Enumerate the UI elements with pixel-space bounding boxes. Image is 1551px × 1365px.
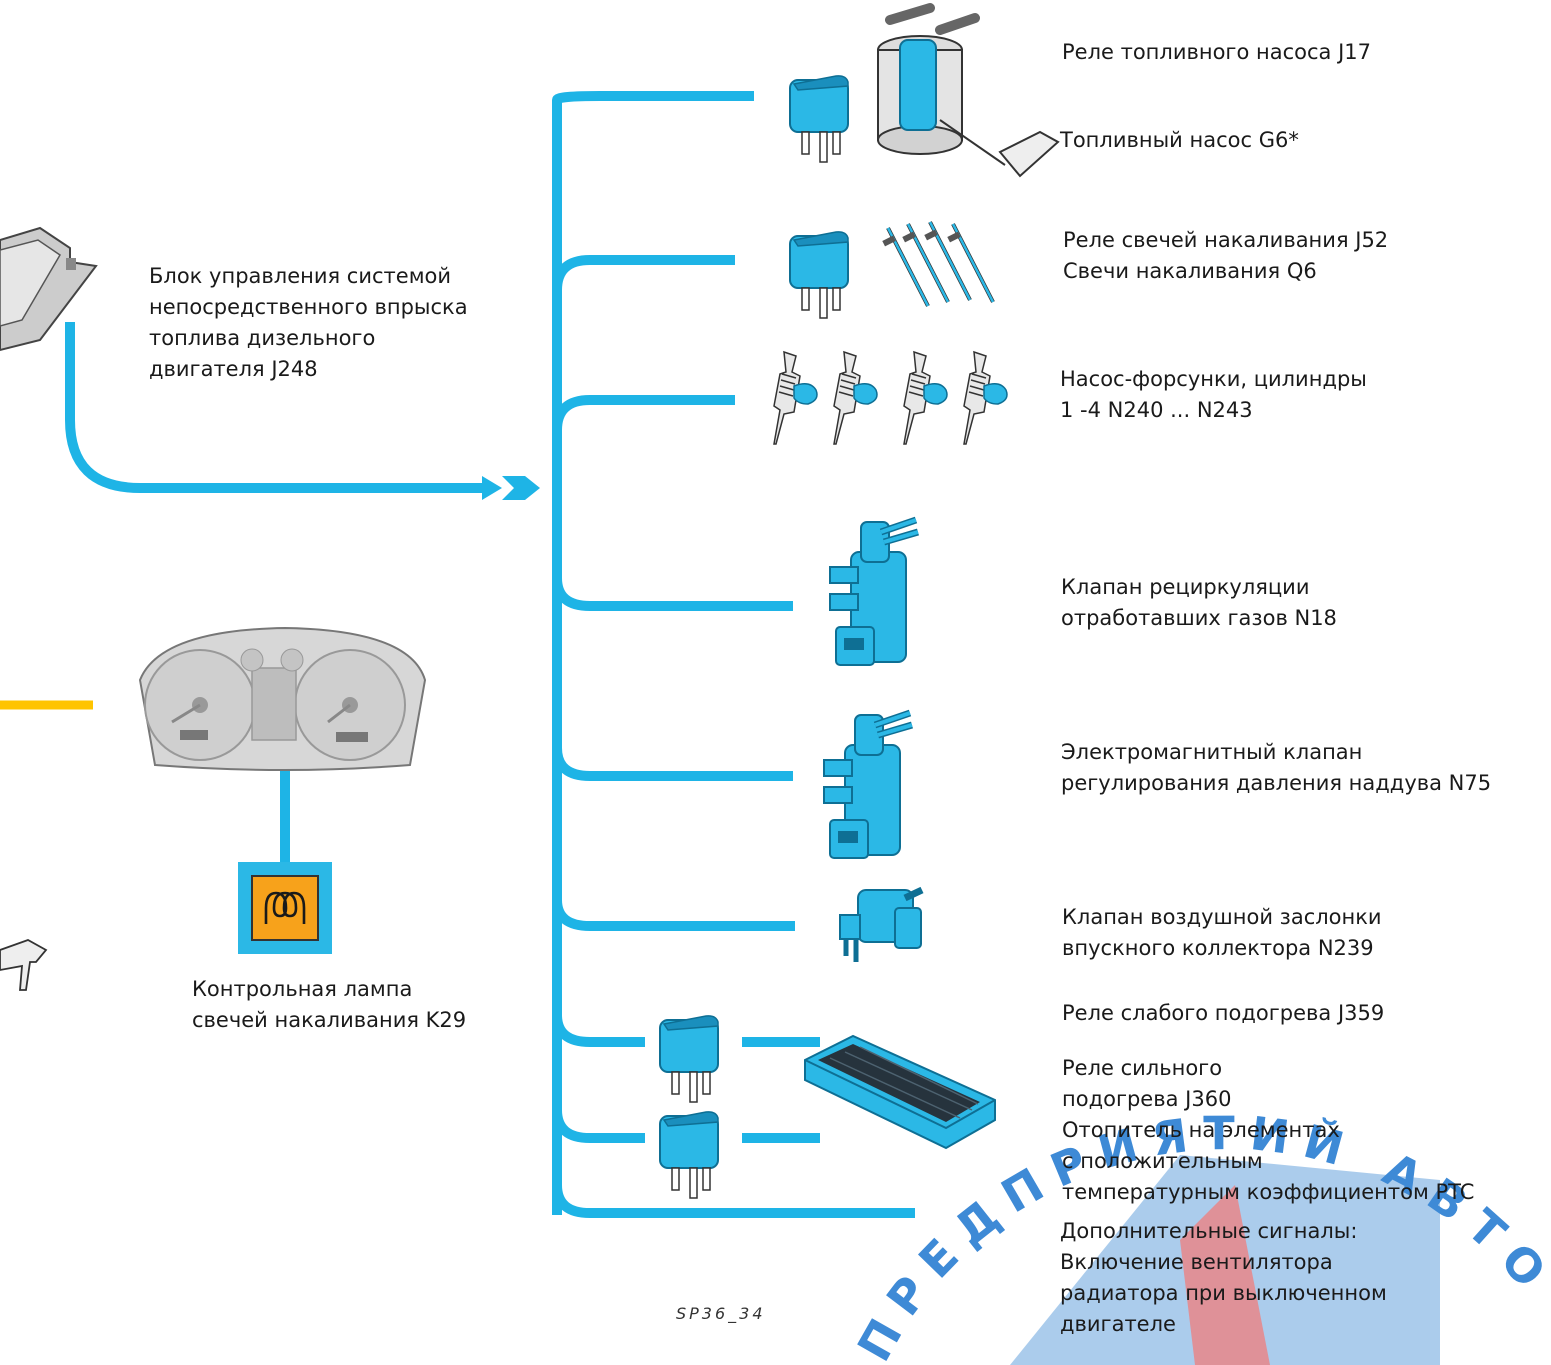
branch-egr-valve xyxy=(552,577,793,611)
relay-j17-icon xyxy=(789,74,849,163)
flap-valve-n239-icon xyxy=(839,886,924,962)
label-boost-valve-n75: Электромагнитный клапан регулирования да… xyxy=(1061,740,1492,795)
control-unit-label: Блок управления системой непосредственно… xyxy=(149,264,468,381)
egr-valve-n18-icon xyxy=(830,520,918,665)
data-bus xyxy=(65,91,915,1218)
partial-component-icon xyxy=(0,939,48,991)
relay-j359-icon xyxy=(659,1014,719,1103)
instrument-cluster-icon xyxy=(138,626,427,771)
arrow-head-icon xyxy=(482,476,502,500)
glow-plug-coil-icon xyxy=(264,891,306,924)
watermark-red-shape xyxy=(1180,1185,1270,1365)
label-injectors: Насос-форсунки, цилиндры 1 -4 N240 ... N… xyxy=(1060,367,1367,422)
fuel-pump-icon xyxy=(877,3,1060,178)
figure-code: SP36_34 xyxy=(676,1304,766,1323)
label-glow-plugs: Реле свечей накаливания J52 Свечи накали… xyxy=(1063,228,1389,283)
control-unit-j248 xyxy=(0,226,98,352)
glow-plug-icon xyxy=(880,220,995,308)
ptc-heater-icon xyxy=(804,1034,996,1150)
boost-valve-n75-icon xyxy=(824,713,912,858)
label-relay-j359: Реле слабого подогрева J359 xyxy=(1062,1001,1385,1025)
label-egr-valve-n18: Клапан рециркуляции отработавших газов N… xyxy=(1061,575,1337,630)
branch-additional-signals xyxy=(552,1184,915,1218)
branch-injectors xyxy=(552,395,735,431)
label-relay-j360-ptc: Реле сильного подогрева J360 Отопитель н… xyxy=(1062,1056,1475,1204)
injector-icon xyxy=(773,351,1008,445)
branch-glow-plugs xyxy=(552,255,735,291)
label-fuel-pump-g6: Топливный насос G6* xyxy=(1060,128,1299,152)
branch-relay-j359 xyxy=(552,1014,645,1047)
relay-j360-icon xyxy=(659,1110,719,1199)
branch-flap-valve xyxy=(552,899,795,931)
warning-lamp-label: Контрольная лампа свечей накаливания K29 xyxy=(192,977,467,1032)
arrow-chevron-icon xyxy=(502,476,540,500)
label-flap-valve-n239: Клапан воздушной заслонки впускного колл… xyxy=(1062,905,1382,960)
control-unit-line xyxy=(65,322,490,493)
branch-relay-j360 xyxy=(552,1109,645,1143)
branch-boost-valve xyxy=(552,747,793,781)
relay-j52-icon xyxy=(789,230,849,319)
label-relay-j17: Реле топливного насоса J17 xyxy=(1062,40,1371,64)
label-additional-signals: Дополнительные сигналы: Включение вентил… xyxy=(1060,1219,1387,1336)
branch-fuel-pump xyxy=(552,91,754,104)
